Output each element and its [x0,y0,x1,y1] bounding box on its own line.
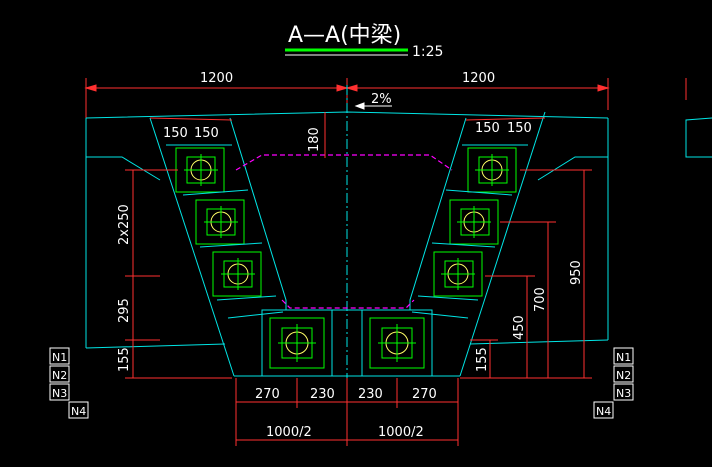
left-295: 295 [117,298,132,323]
drawing-scale: 1:25 [412,44,443,60]
right-table-n4: N4 [596,405,611,418]
anchor-block-right-3 [433,251,483,297]
anchor-block-left-3 [212,251,262,297]
web-left-b: 150 [194,126,219,141]
inner-haunch-line [235,154,453,171]
web-right-b: 150 [507,121,532,136]
right-web-block-dividers [411,144,528,319]
slope-label: 2% [371,92,392,107]
right-label-table [593,347,634,419]
anchor-block-right-1 [467,147,517,193]
left-table-n1: N1 [52,351,67,364]
anchor-block-right-2 [449,199,499,245]
right-450: 450 [512,315,527,340]
left-web-block-dividers [166,144,284,319]
left-label-table [49,347,89,419]
anchor-block-left-1 [175,147,225,193]
right-table-n2: N2 [616,369,631,382]
left-spacing: 2x250 [117,204,132,245]
left-table-n2: N2 [52,369,67,382]
left-table-n4: N4 [71,405,86,418]
web-thickness-dims [149,117,546,121]
left-table-n3: N3 [52,387,67,400]
right-table-n1: N1 [616,351,631,364]
girder-outline [85,111,609,377]
half-width-right: 1000/2 [378,425,424,440]
bottom-230-left: 230 [310,387,335,402]
left-vertical-dims [125,169,232,379]
top-left-width: 1200 [200,71,233,86]
web-left-a: 150 [163,126,188,141]
right-700: 700 [533,287,548,312]
bottom-270-right: 270 [412,387,437,402]
drawing-title: A—A(中梁) [288,23,401,48]
bottom-230-right: 230 [358,387,383,402]
bottom-270-left: 270 [255,387,280,402]
slope-arrow [354,102,392,110]
anchor-block-left-2 [195,199,245,245]
web-right-a: 150 [475,121,500,136]
right-table-n3: N3 [616,387,631,400]
right-vertical-dims [460,169,592,379]
half-width-left: 1000/2 [266,425,312,440]
top-slab-thickness: 180 [307,127,322,152]
anchor-block-bottom-right [361,309,433,377]
bottom-dims [235,378,459,446]
adjacent-section-fragment [685,117,712,158]
right-950: 950 [569,260,584,285]
inner-bottom-haunch [281,299,415,309]
left-155: 155 [117,347,132,372]
anchor-block-bottom-left [261,309,333,377]
top-right-width: 1200 [462,71,495,86]
right-155: 155 [475,347,490,372]
